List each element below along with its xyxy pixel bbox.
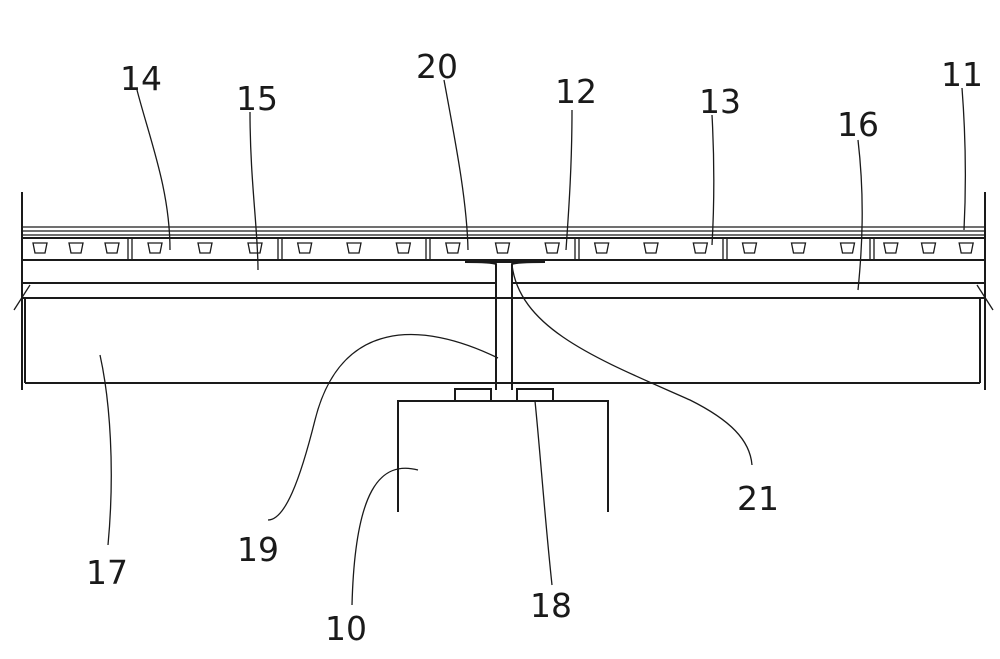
trapezoid-cell (545, 243, 559, 253)
trapezoid-cell (105, 243, 119, 253)
trapezoid-cell (884, 243, 898, 253)
trapezoid-cell (595, 243, 609, 253)
label-16: 16 (837, 105, 879, 144)
beam-layer (25, 298, 980, 383)
trapezoid-cell (693, 243, 707, 253)
trapezoid-cell (644, 243, 658, 253)
trapezoid-cell (148, 243, 162, 253)
central-i-section (465, 262, 545, 390)
trapezoid-cell (347, 243, 361, 253)
trapezoid-cell (248, 243, 262, 253)
trapezoid-cell (396, 243, 410, 253)
reference-labels: 14 15 20 12 13 16 11 17 19 21 10 18 (86, 47, 983, 648)
label-18: 18 (530, 586, 572, 625)
trapezoid-cells (33, 243, 973, 253)
trapezoid-cell (33, 243, 47, 253)
label-19: 19 (237, 530, 279, 569)
panel-row (22, 238, 985, 260)
label-10: 10 (325, 609, 367, 648)
label-17: 17 (86, 553, 128, 592)
label-13: 13 (699, 82, 741, 121)
panel-dividers (128, 238, 874, 260)
trapezoid-cell (743, 243, 757, 253)
boundary-lines (14, 192, 993, 390)
label-20: 20 (416, 47, 458, 86)
slab-layer (22, 283, 985, 298)
top-surface-layer (22, 227, 985, 238)
trapezoid-cell (496, 243, 510, 253)
leader-lines (100, 80, 965, 605)
trapezoid-cell (446, 243, 460, 253)
trapezoid-cell (198, 243, 212, 253)
trapezoid-cell (841, 243, 855, 253)
trapezoid-cell (959, 243, 973, 253)
support-structure (398, 389, 608, 512)
trapezoid-cell (792, 243, 806, 253)
trapezoid-cell (922, 243, 936, 253)
trapezoid-cell (298, 243, 312, 253)
label-15: 15 (236, 79, 278, 118)
trapezoid-cell (69, 243, 83, 253)
label-14: 14 (120, 59, 162, 98)
label-12: 12 (555, 72, 597, 111)
label-11: 11 (941, 55, 983, 94)
label-21: 21 (737, 479, 779, 518)
